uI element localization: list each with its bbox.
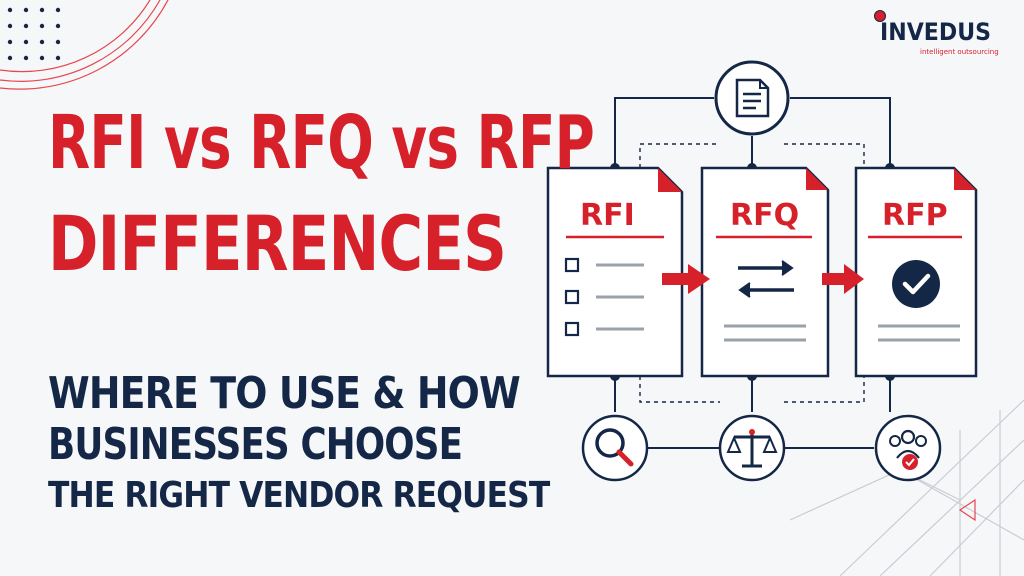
checklist-icon (564, 257, 644, 337)
magnifier-icon (581, 414, 649, 482)
subheadline-line-3: THE RIGHT VENDOR REQUEST (48, 475, 550, 516)
headline-line-2: DIFFERENCES (48, 199, 507, 288)
subheadline-line-1: WHERE TO USE & HOW (48, 368, 521, 419)
doc-label-rfi: RFI (580, 198, 635, 233)
doc-card-rfq: RFQ (700, 166, 830, 378)
doc-label-rfp: RFP (882, 198, 948, 233)
arc-decoration (0, 0, 169, 90)
arrow-rfq-to-rfp-icon (822, 264, 864, 294)
dashed-connectors (639, 143, 865, 403)
subheadline-line-2: BUSINESSES CHOOSE (48, 419, 463, 470)
logo-name: INVEDUS (880, 18, 992, 46)
team-approved-icon (874, 414, 942, 482)
check-circle-icon (892, 260, 940, 308)
dot-grid-decoration (7, 7, 61, 61)
network-decoration (789, 399, 1024, 576)
connector-lines (614, 97, 891, 449)
doc-card-rfp: RFP (854, 166, 978, 378)
arrow-rfi-to-rfq-icon (662, 264, 710, 294)
document-icon (714, 60, 790, 136)
balance-scale-icon (718, 414, 786, 482)
doc-card-rfi: RFI (546, 166, 684, 378)
globe-icon (874, 10, 886, 22)
swap-arrows-icon (738, 260, 794, 298)
headline-line-1: RFI vs RFQ vs RFP (48, 100, 595, 186)
doc-label-rfq: RFQ (730, 198, 799, 233)
invedus-logo: INVEDUS intelligent outsourcing (874, 8, 1014, 62)
logo-tagline: intelligent outsourcing (920, 48, 999, 56)
